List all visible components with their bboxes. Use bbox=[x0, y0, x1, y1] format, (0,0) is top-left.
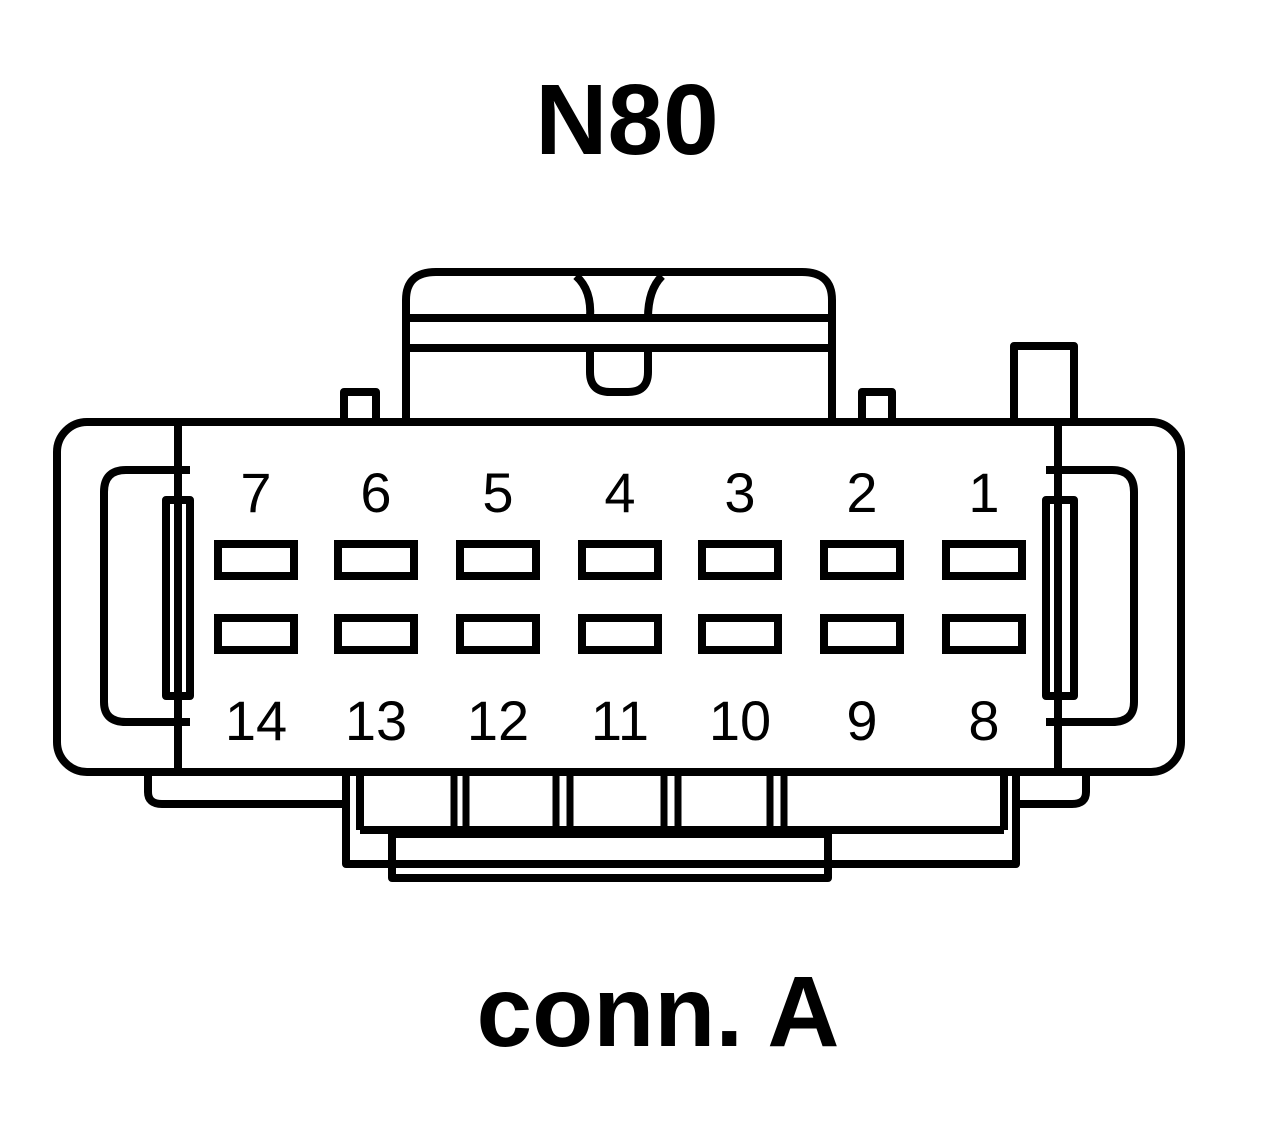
pin-label-7: 7 bbox=[240, 461, 271, 524]
pin-cavity-2 bbox=[820, 540, 904, 580]
pin-cavity-5 bbox=[456, 540, 540, 580]
post-left bbox=[340, 388, 380, 426]
pin-label-4: 4 bbox=[604, 461, 635, 524]
post-tall bbox=[1010, 342, 1078, 426]
pin-cavity-1 bbox=[942, 540, 1026, 580]
pin-label-9: 9 bbox=[846, 689, 877, 752]
pin-label-14: 14 bbox=[225, 689, 287, 752]
pin-label-8: 8 bbox=[968, 689, 999, 752]
pin-cavity-14 bbox=[214, 614, 298, 654]
pin-cavity-8 bbox=[942, 614, 1026, 654]
latch-curve-left bbox=[573, 272, 595, 319]
side-lock-right-frame bbox=[1046, 466, 1138, 726]
pin-label-2: 2 bbox=[846, 461, 877, 524]
side-lock-left-bar bbox=[162, 496, 194, 700]
latch-tab bbox=[586, 348, 652, 396]
pin-label-12: 12 bbox=[467, 689, 529, 752]
diagram-subtitle: conn. A bbox=[477, 956, 840, 1068]
pin-cavity-11 bbox=[578, 614, 662, 654]
latch-curve-right bbox=[644, 273, 665, 319]
pin-cavity-4 bbox=[578, 540, 662, 580]
pin-label-3: 3 bbox=[724, 461, 755, 524]
pin-cavity-6 bbox=[334, 540, 418, 580]
pin-grid: 7 6 5 4 3 2 1 14 13 12 11 10 9 8 bbox=[214, 461, 1026, 752]
pin-label-1: 1 bbox=[968, 461, 999, 524]
bottom-foot bbox=[388, 830, 832, 882]
pin-cavity-10 bbox=[698, 614, 782, 654]
bottom-rail bbox=[144, 774, 346, 808]
pin-label-10: 10 bbox=[709, 689, 771, 752]
pin-label-13: 13 bbox=[345, 689, 407, 752]
pin-label-6: 6 bbox=[360, 461, 391, 524]
pin-cavity-3 bbox=[698, 540, 782, 580]
post-right bbox=[858, 388, 896, 426]
diagram-title: N80 bbox=[535, 64, 718, 176]
connector-body bbox=[53, 418, 1185, 776]
side-lock-right-bar bbox=[1042, 496, 1078, 700]
bottom-block bbox=[342, 774, 1020, 868]
bottom-rail-right bbox=[1012, 774, 1090, 808]
pin-cavity-9 bbox=[820, 614, 904, 654]
pin-cavity-13 bbox=[334, 614, 418, 654]
pin-cavity-12 bbox=[456, 614, 540, 654]
pin-cavity-7 bbox=[214, 540, 298, 580]
side-lock-left-frame bbox=[100, 466, 190, 726]
pin-label-11: 11 bbox=[591, 689, 649, 752]
top-latch bbox=[402, 268, 836, 420]
pin-label-5: 5 bbox=[482, 461, 513, 524]
